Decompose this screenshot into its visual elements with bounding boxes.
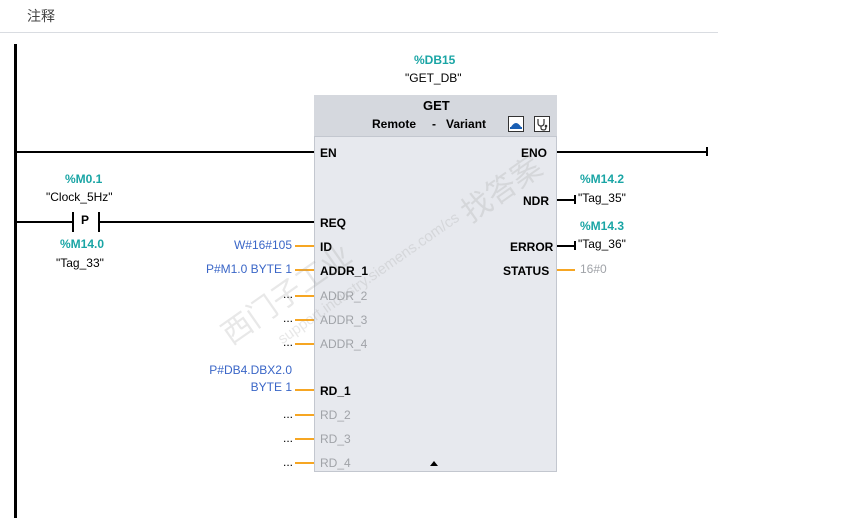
rd-1-value-line2[interactable]: BYTE 1: [250, 380, 292, 394]
addr-4-value[interactable]: ...: [283, 335, 294, 349]
addr-4-wire: [295, 343, 314, 345]
pin-addr-4: ADDR_4: [320, 337, 368, 351]
instance-db-address[interactable]: %DB15: [414, 53, 456, 67]
pin-rd-3: RD_3: [320, 432, 351, 446]
pin-addr-1: ADDR_1: [320, 264, 369, 278]
addr-3-wire: [295, 319, 314, 321]
contact-address[interactable]: %M0.1: [65, 172, 103, 186]
block-subtitle-remote: Remote: [372, 117, 417, 131]
req-wire-right: [100, 221, 314, 223]
rd-2-wire: [295, 414, 314, 416]
pin-en: EN: [320, 146, 337, 160]
pin-addr-2: ADDR_2: [320, 289, 368, 303]
get-function-block[interactable]: [314, 95, 557, 472]
rd-4-wire: [295, 462, 314, 464]
edge-memory-name[interactable]: "Tag_33": [56, 256, 104, 270]
ndr-address[interactable]: %M14.2: [580, 172, 625, 186]
contact-name[interactable]: "Clock_5Hz": [46, 190, 113, 204]
stethoscope-icon[interactable]: [534, 116, 550, 132]
eno-wire-end: [706, 147, 708, 156]
ndr-name[interactable]: "Tag_35": [578, 191, 626, 205]
network-comment-bar[interactable]: [0, 0, 718, 33]
error-address[interactable]: %M14.3: [580, 219, 625, 233]
id-value[interactable]: W#16#105: [233, 238, 292, 252]
addr-1-value[interactable]: P#M1.0 BYTE 1: [205, 262, 292, 276]
addr-2-wire: [295, 295, 314, 297]
req-wire-left: [16, 221, 72, 223]
addr-3-value[interactable]: ...: [283, 311, 294, 325]
pin-rd-1: RD_1: [320, 384, 351, 398]
eno-wire: [557, 151, 707, 153]
collapse-arrow-icon[interactable]: [430, 461, 438, 466]
rd-1-wire: [295, 389, 314, 391]
status-value[interactable]: 16#0: [580, 262, 607, 276]
block-subtitle-dash: -: [432, 117, 436, 131]
instance-db-name[interactable]: "GET_DB": [405, 71, 462, 85]
pin-id: ID: [320, 240, 332, 254]
block-title: GET: [423, 98, 450, 113]
online-icon[interactable]: [508, 116, 524, 132]
edge-memory-address[interactable]: %M14.0: [60, 237, 105, 251]
error-wire-end: [574, 241, 576, 250]
rd-3-wire: [295, 438, 314, 440]
comment-label: 注释: [27, 8, 55, 24]
rd-2-value[interactable]: ...: [283, 407, 294, 421]
pin-addr-3: ADDR_3: [320, 313, 368, 327]
error-name[interactable]: "Tag_36": [578, 237, 626, 251]
id-wire: [295, 245, 314, 247]
ndr-wire: [557, 199, 575, 201]
pin-ndr: NDR: [523, 194, 549, 208]
pin-rd-2: RD_2: [320, 408, 351, 422]
addr-1-wire: [295, 269, 314, 271]
en-wire: [16, 151, 314, 153]
pin-rd-4: RD_4: [320, 456, 351, 470]
pin-eno: ENO: [521, 146, 548, 160]
power-rail: [14, 44, 17, 518]
pin-error: ERROR: [510, 240, 554, 254]
contact-right-bar: [98, 212, 100, 232]
contact-p-symbol[interactable]: P: [81, 213, 90, 227]
ndr-wire-end: [574, 195, 576, 204]
rd-1-value-line1[interactable]: P#DB4.DBX2.0: [209, 363, 292, 377]
rd-4-value[interactable]: ...: [283, 455, 294, 469]
block-subtitle-variant: Variant: [446, 117, 487, 131]
error-wire: [557, 245, 575, 247]
pin-req: REQ: [320, 216, 347, 230]
addr-2-value[interactable]: ...: [283, 287, 294, 301]
pin-status: STATUS: [503, 264, 550, 278]
status-wire: [557, 269, 575, 271]
contact-left-bar: [72, 212, 74, 232]
rd-3-value[interactable]: ...: [283, 431, 294, 445]
